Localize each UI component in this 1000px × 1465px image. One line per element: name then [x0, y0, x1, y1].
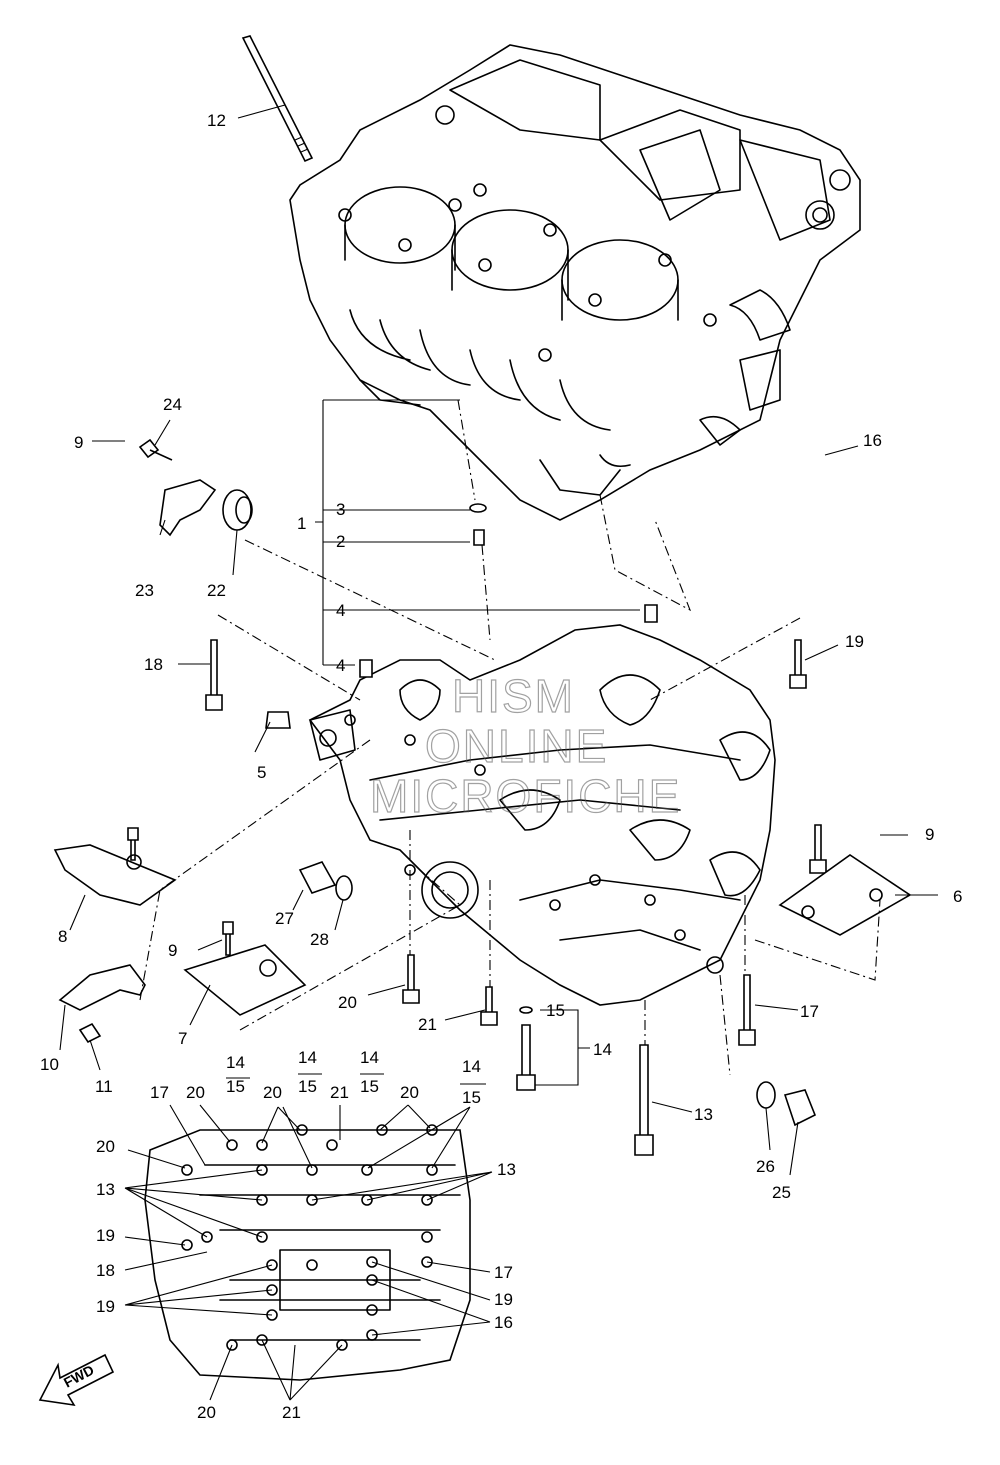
clamp-10: [58, 964, 146, 1011]
bv-label-14-a: 14: [226, 1053, 245, 1072]
bolt-14: [516, 1024, 536, 1091]
bv-label-21-a: 21: [330, 1083, 349, 1102]
label-20: 20: [338, 993, 357, 1012]
bv-label-15-d: 15: [462, 1088, 481, 1107]
gasket-26: [756, 1081, 776, 1109]
label-6: 6: [953, 887, 962, 906]
label-27: 27: [275, 909, 294, 928]
bolt-18: [205, 639, 223, 711]
plate-7: [183, 944, 307, 1016]
plate-6: [778, 854, 912, 936]
label-1: 1: [297, 514, 306, 533]
bolt-17: [738, 974, 756, 1046]
watermark: HISM ONLINE MICROFICHE: [369, 669, 681, 822]
bv-label-20-e: 20: [197, 1403, 216, 1422]
label-3: 3: [336, 500, 345, 519]
bolt-19: [789, 639, 807, 689]
label-5: 5: [257, 763, 266, 782]
label-10: 10: [40, 1055, 59, 1074]
label-9-c: 9: [168, 941, 177, 960]
bv-label-17-a: 17: [150, 1083, 169, 1102]
washer-15: [519, 1006, 533, 1014]
dowel-4-upper: [644, 604, 658, 623]
bv-label-13-a: 13: [96, 1180, 115, 1199]
bolt-11: [78, 1022, 102, 1044]
stud-bolt-12: [241, 35, 314, 163]
drain-plug-25: [783, 1089, 817, 1127]
bv-label-14-d: 14: [462, 1057, 481, 1076]
bv-label-14-c: 14: [360, 1048, 379, 1067]
bv-label-17-b: 17: [494, 1263, 513, 1282]
pipe-2: [473, 529, 485, 546]
lower-crankcase: [308, 624, 776, 1006]
screw-9-a: [127, 827, 139, 861]
watermark-line-3: MICROFICHE: [370, 770, 681, 822]
bv-label-20-c: 20: [400, 1083, 419, 1102]
part-labels: 12 24 1 3 2 23 22 4 4 18 19 5 16 9 9 6 8…: [40, 111, 962, 1202]
watermark-line-1: HISM: [452, 670, 575, 722]
bv-label-16: 16: [494, 1313, 513, 1332]
o-ring-3: [469, 503, 487, 513]
bv-label-20-d: 20: [96, 1137, 115, 1156]
label-24: 24: [163, 395, 182, 414]
oil-seal-22: [222, 489, 252, 531]
bv-label-19-a: 19: [96, 1226, 115, 1245]
label-4-upper: 4: [336, 601, 345, 620]
watermark-line-2: ONLINE: [425, 720, 608, 772]
dowel-4-lower: [359, 659, 373, 678]
plate-8: [53, 844, 177, 906]
label-28: 28: [310, 930, 329, 949]
label-12: 12: [207, 111, 226, 130]
upper-crankcase: [289, 44, 861, 521]
label-2: 2: [336, 532, 345, 551]
bv-label-19-c: 19: [494, 1290, 513, 1309]
bolt-20: [402, 954, 420, 1004]
label-15: 15: [546, 1001, 565, 1020]
bv-label-20-a: 20: [186, 1083, 205, 1102]
label-9-a: 9: [74, 433, 83, 452]
label-19: 19: [845, 632, 864, 651]
label-26: 26: [756, 1157, 775, 1176]
bv-label-14-b: 14: [298, 1048, 317, 1067]
label-14: 14: [593, 1040, 612, 1059]
bottom-view: [144, 1124, 471, 1381]
bv-label-15-c: 15: [360, 1077, 379, 1096]
label-16: 16: [863, 431, 882, 450]
gasket-28: [335, 875, 353, 901]
bv-label-13-b: 13: [497, 1160, 516, 1179]
bracket-23: [159, 479, 217, 537]
bv-label-15-a: 15: [226, 1077, 245, 1096]
label-21: 21: [418, 1015, 437, 1034]
label-18: 18: [144, 655, 163, 674]
label-17: 17: [800, 1002, 819, 1021]
label-11: 11: [95, 1077, 113, 1096]
bv-label-18: 18: [96, 1261, 115, 1280]
label-23: 23: [135, 581, 154, 600]
leader-lines: [59, 104, 938, 1176]
bolt-24: [138, 438, 173, 461]
bv-label-19-b: 19: [96, 1297, 115, 1316]
label-9-b: 9: [925, 825, 934, 844]
plug-27: [298, 861, 337, 894]
screw-9-c: [222, 921, 234, 956]
plug-5: [265, 711, 291, 729]
bv-label-21-b: 21: [282, 1403, 301, 1422]
label-25: 25: [772, 1183, 791, 1202]
bv-label-20-b: 20: [263, 1083, 282, 1102]
label-8: 8: [58, 927, 67, 946]
label-4-lower: 4: [336, 656, 345, 675]
fwd-arrow-icon: FWD: [38, 1353, 115, 1407]
bottom-view-labels: 14 15 14 15 14 15 14 15 17 20 20 21 20 2…: [96, 1048, 516, 1422]
label-22: 22: [207, 581, 226, 600]
bolt-13: [634, 1044, 654, 1156]
bv-label-15-b: 15: [298, 1077, 317, 1096]
bolt-16: [809, 824, 827, 874]
label-7: 7: [178, 1029, 187, 1048]
small-parts: [53, 438, 912, 1156]
label-13: 13: [694, 1105, 713, 1124]
bolt-21: [480, 986, 498, 1026]
